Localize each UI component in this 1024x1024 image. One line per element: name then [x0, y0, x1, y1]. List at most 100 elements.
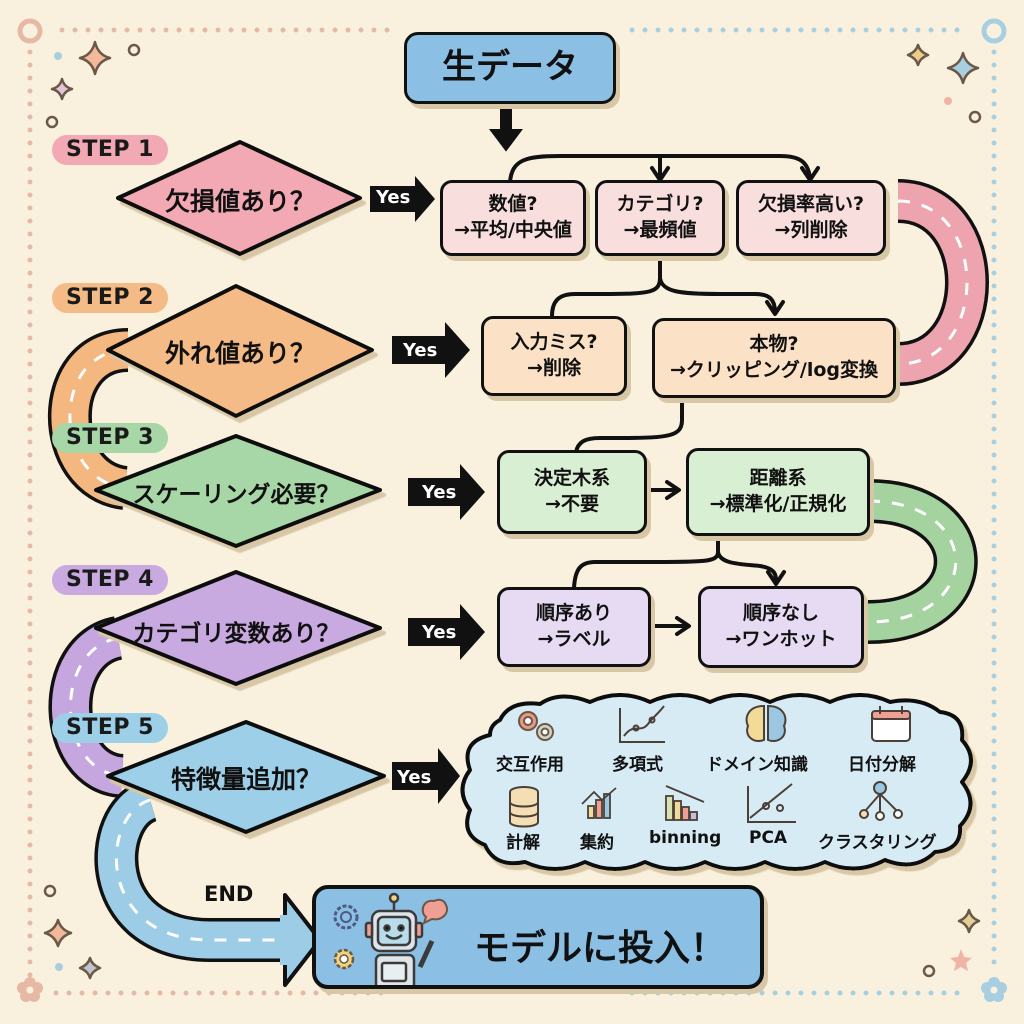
robot-illustration — [333, 892, 448, 985]
option-line2: →ラベル — [537, 628, 611, 650]
connector-step2-to-step3 — [574, 396, 684, 454]
option-line1: カテゴリ? — [616, 193, 704, 216]
star-decoration — [950, 949, 972, 971]
step2-badge: STEP 2 — [52, 283, 168, 313]
step3-question: スケーリング必要？ — [132, 482, 340, 508]
brain-icon — [421, 898, 448, 925]
step4-option-ordinal: 順序あり →ラベル — [497, 587, 651, 667]
option-line2: →削除 — [527, 357, 581, 379]
yes-label-step1: Yes — [376, 187, 411, 208]
raw-data-box: 生データ — [404, 32, 616, 104]
diamond-step2 — [106, 284, 374, 418]
step2-option-genuine: 本物? →クリッピング/log変換 — [652, 318, 896, 398]
feature-cloud — [460, 693, 973, 871]
option-line2: →平均/中央値 — [454, 219, 572, 241]
model-input-box: モデルに投入！ — [312, 885, 764, 989]
step1-option-numeric: 数値? →平均/中央値 — [440, 180, 586, 256]
gear-icon — [333, 904, 359, 930]
feature-label: 集約 — [580, 833, 614, 853]
step1-option-category: カテゴリ? →最頻値 — [595, 180, 725, 256]
option-line2: →最頻値 — [623, 219, 697, 241]
road-step3-to-step4 — [867, 479, 978, 644]
sparkle-icon — [957, 908, 981, 934]
yes-arrow-step1 — [370, 176, 435, 222]
option-line1: 距離系 — [749, 467, 807, 490]
feature-label: PCA — [749, 828, 788, 848]
ring-decoration — [968, 110, 982, 124]
sparkle-icon — [78, 40, 112, 76]
dot-decoration — [944, 97, 952, 105]
connector-step1-branch — [508, 154, 812, 184]
sparkle-icon — [78, 956, 102, 980]
feature-label: 多項式 — [612, 755, 663, 775]
option-line1: 決定木系 — [533, 467, 610, 490]
option-line1: 順序あり — [535, 602, 612, 625]
feature-label: binning — [649, 828, 722, 848]
sparkle-icon — [43, 918, 73, 948]
robot-icon — [364, 892, 435, 985]
step5-badge: STEP 5 — [52, 713, 168, 743]
dot-decoration — [55, 963, 63, 971]
option-line2: →列削除 — [774, 219, 848, 241]
ring-decoration — [127, 43, 141, 57]
ring-decoration — [17, 18, 43, 44]
step4-option-nominal: 順序なし →ワンホット — [698, 586, 864, 668]
option-line2: →不要 — [545, 493, 599, 515]
road-step4-to-step5 — [48, 616, 126, 798]
end-label: END — [204, 882, 254, 906]
ring-decoration — [45, 115, 59, 129]
feature-label: 計解 — [506, 833, 540, 853]
raw-data-title: 生データ — [442, 47, 578, 88]
sparkle-icon — [946, 51, 980, 85]
yes-arrows — [370, 176, 485, 804]
step1-option-drop-column: 欠損率高い? →列削除 — [736, 180, 886, 256]
option-line2: →ワンホット — [725, 628, 837, 650]
option-line1: 順序なし — [742, 602, 819, 625]
option-line1: 入力ミス? — [510, 331, 598, 354]
step3-badge: STEP 3 — [52, 423, 168, 453]
sparkle-icon — [50, 77, 74, 101]
road-step1-to-step2 — [896, 179, 989, 386]
dotted-frame — [17, 18, 1007, 996]
road-to-end — [94, 778, 290, 962]
step4-badge: STEP 4 — [52, 565, 168, 595]
diamond-step1 — [116, 140, 362, 256]
yes-label-step5: Yes — [397, 767, 432, 788]
diamond-step4 — [94, 570, 382, 686]
sparkle-icon — [906, 43, 930, 67]
flower-icon — [981, 977, 1007, 1002]
step2-question: 外れ値あり？ — [164, 339, 315, 368]
option-line1: 欠損率高い? — [757, 193, 865, 216]
yes-arrow-step2 — [392, 322, 470, 378]
ring-decoration — [43, 884, 57, 898]
yes-arrow-step4 — [408, 604, 485, 660]
yes-arrow-step5 — [392, 748, 460, 804]
yes-label-step2: Yes — [403, 340, 438, 361]
option-line1: 数値? — [488, 193, 538, 216]
connector-step3-to-step4 — [572, 535, 720, 590]
diamond-step3 — [94, 434, 382, 548]
feature-label: 日付分解 — [848, 755, 916, 775]
yes-label-step3: Yes — [422, 482, 457, 503]
ring-decoration — [981, 18, 1007, 44]
option-line2: →クリッピング/log変換 — [669, 359, 879, 381]
final-label: モデルに投入！ — [474, 928, 727, 969]
step3-option-tree-models: 決定木系 →不要 — [497, 450, 647, 534]
step4-question: カテゴリ変数あり？ — [132, 621, 340, 647]
diamond-step5 — [106, 720, 386, 834]
option-line1: 本物? — [749, 333, 799, 356]
feature-label: クラスタリング — [818, 833, 937, 853]
yes-arrow-step3 — [408, 464, 485, 520]
step1-question: 欠損値あり？ — [164, 187, 315, 216]
step2-option-input-error: 入力ミス? →削除 — [481, 316, 627, 396]
gear-icon — [333, 948, 355, 970]
step1-badge: STEP 1 — [52, 135, 168, 165]
yes-label-step4: Yes — [422, 622, 457, 643]
step3-option-distance-models: 距離系 →標準化/正規化 — [686, 448, 870, 536]
feature-label: 交互作用 — [496, 755, 564, 775]
feature-label: ドメイン知識 — [706, 755, 808, 775]
option-line2: →標準化/正規化 — [709, 493, 847, 515]
flower-icon — [17, 977, 43, 1002]
